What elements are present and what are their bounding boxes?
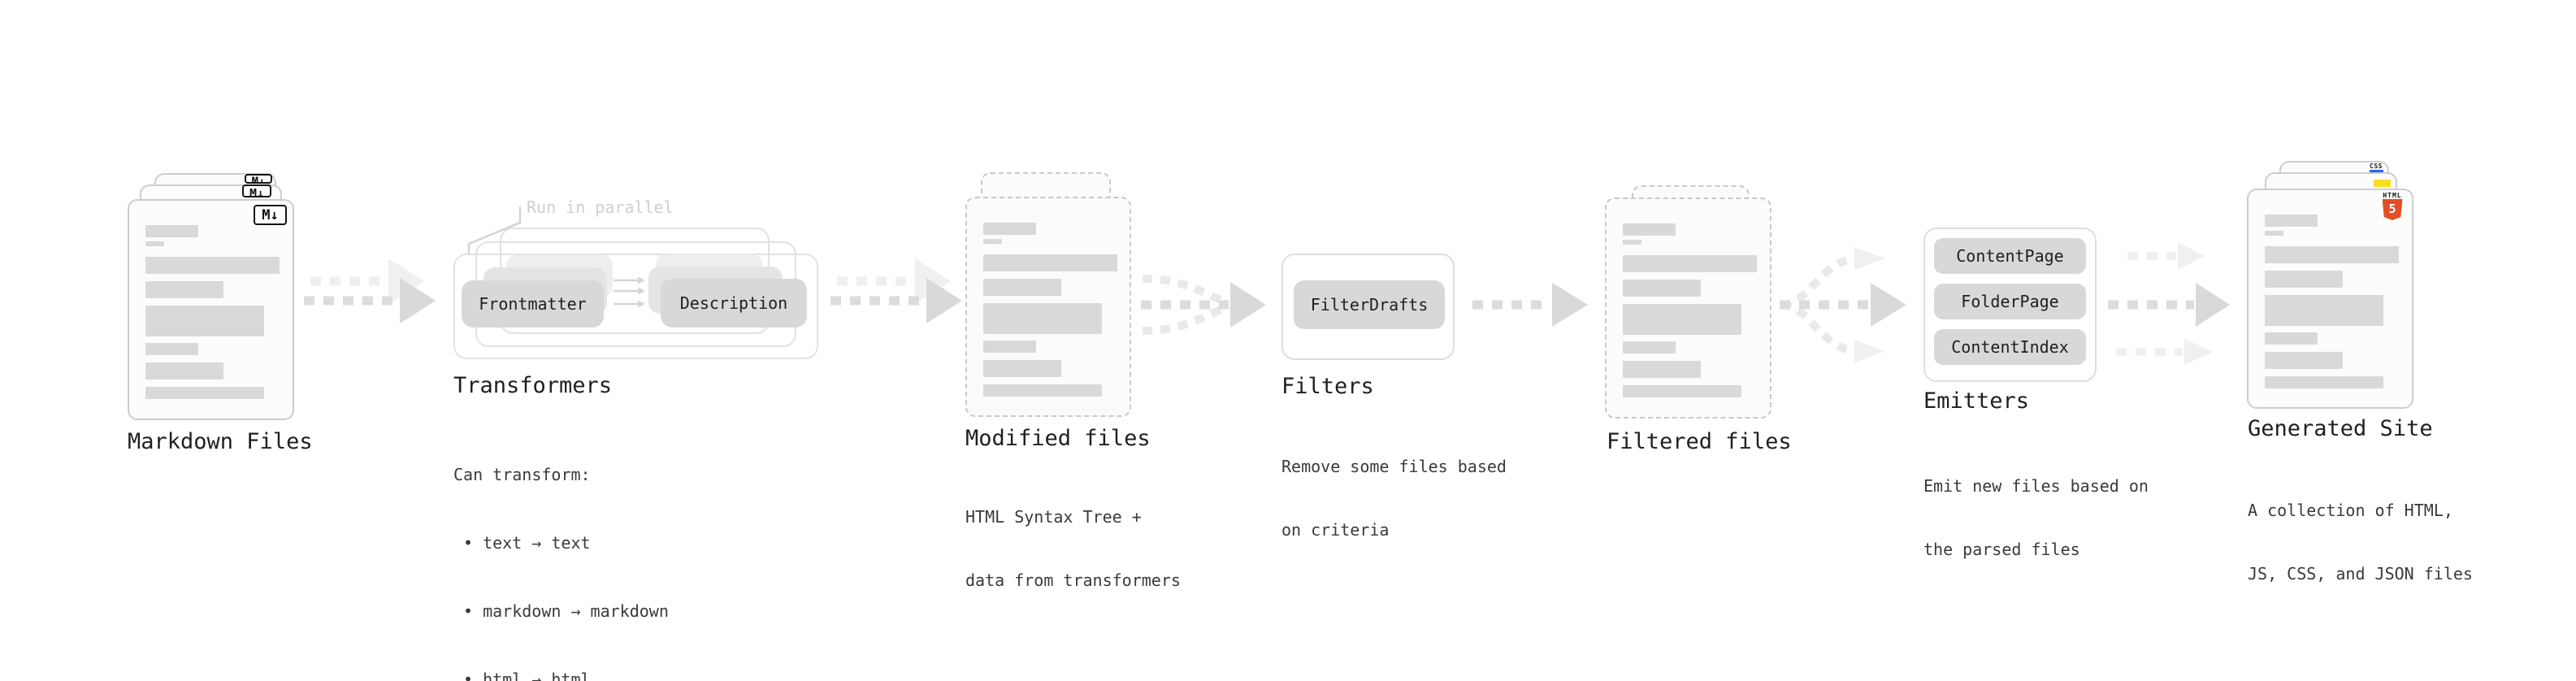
html5-shield: 5 <box>2382 199 2403 220</box>
doc-text-bar <box>145 362 223 380</box>
badge-filterdrafts: FilterDrafts <box>1294 280 1445 329</box>
arrow-filtered-to-emitters-icon <box>1780 247 1906 362</box>
doc-text-bar <box>2265 246 2399 263</box>
css-icon: CSS <box>2367 163 2385 173</box>
transformer-frame-front <box>453 254 818 359</box>
stage-desc-modified-files: HTML Syntax Tree + data from transformer… <box>965 464 1181 633</box>
doc-text-bar <box>145 281 223 298</box>
stage-desc-filters: Remove some files based on criteria <box>1281 414 1507 583</box>
doc-text-bar <box>1623 280 1701 297</box>
modified-file-card <box>965 197 1131 417</box>
doc-text-bar <box>145 343 198 355</box>
stage-label-filters: Filters <box>1281 374 1374 399</box>
arrow-markdown-to-transformers-icon <box>304 258 436 323</box>
arrow-transformers-to-modified-icon <box>830 258 962 323</box>
stage-label-generated-site: Generated Site <box>2248 416 2433 441</box>
site-file-card-html <box>2247 189 2413 409</box>
badge-folderpage: FolderPage <box>1934 284 2086 319</box>
doc-text-bar <box>983 360 1061 377</box>
desc-line: Can transform: <box>453 465 591 484</box>
markdown-icon: M↓ <box>242 184 271 197</box>
desc-line: HTML Syntax Tree + <box>965 507 1142 527</box>
doc-text-bar <box>2265 332 2318 345</box>
arrow-modified-to-filters-icon <box>1141 275 1266 335</box>
doc-text-bar <box>145 257 280 274</box>
doc-text-bar <box>983 239 1002 244</box>
doc-text-bar <box>1623 341 1676 354</box>
desc-line: the parsed files <box>1923 540 2080 559</box>
stage-label-emitters: Emitters <box>1923 388 2030 414</box>
badge-contentpage: ContentPage <box>1934 238 2086 274</box>
doc-text-bar <box>1623 255 1757 272</box>
doc-text-bar <box>1623 361 1701 378</box>
markdown-icon: M↓ <box>245 174 272 184</box>
stage-desc-transformers: Can transform: • text → text • markdown … <box>453 418 669 681</box>
desc-line: • text → text <box>463 533 591 553</box>
arrow-emitters-to-site-icon <box>2108 242 2230 365</box>
stage-label-modified-files: Modified files <box>965 426 1151 451</box>
badge-description: Description <box>661 279 807 327</box>
doc-text-bar <box>2265 376 2383 388</box>
stage-desc-generated-site: A collection of HTML, JS, CSS, and JSON … <box>2248 458 2473 627</box>
doc-text-bar <box>2265 271 2343 288</box>
parallel-arrows-icon <box>614 276 645 308</box>
desc-line: on criteria <box>1281 520 1390 540</box>
badge-contentindex: ContentIndex <box>1934 329 2086 365</box>
markdown-icon: M↓ <box>254 205 287 225</box>
doc-text-bar <box>983 340 1036 353</box>
stage-label-filtered-files: Filtered files <box>1607 429 1792 454</box>
css-bar <box>2369 170 2383 172</box>
desc-line: A collection of HTML, <box>2248 501 2453 520</box>
annotation-connector-icon <box>467 206 522 255</box>
doc-text-bar <box>2265 352 2343 369</box>
doc-text-bar <box>983 384 1102 397</box>
doc-text-bar <box>1623 240 1641 245</box>
desc-line: JS, CSS, and JSON files <box>2248 564 2473 583</box>
desc-line: Remove some files based <box>1281 457 1507 476</box>
doc-text-bar <box>145 241 164 246</box>
stage-label-markdown-files: Markdown Files <box>128 429 313 454</box>
run-in-parallel-annotation: Run in parallel <box>527 197 674 217</box>
desc-line: • html → html <box>463 670 591 681</box>
html5-icon: HTML 5 <box>2381 192 2404 221</box>
doc-text-bar <box>1623 304 1741 335</box>
doc-text-bar <box>1623 223 1676 236</box>
desc-line: Emit new files based on <box>1923 476 2149 496</box>
doc-text-bar <box>2265 215 2318 227</box>
doc-text-bar <box>145 225 198 237</box>
markdown-file-card <box>128 199 294 420</box>
doc-text-bar <box>2265 295 2383 326</box>
doc-text-bar <box>983 279 1061 296</box>
filtered-file-card <box>1605 197 1772 419</box>
doc-text-bar <box>145 387 264 399</box>
stage-label-transformers: Transformers <box>453 373 613 398</box>
desc-line: data from transformers <box>965 570 1181 590</box>
desc-line: • markdown → markdown <box>463 601 669 621</box>
javascript-icon <box>2374 180 2391 187</box>
badge-frontmatter: Frontmatter <box>462 280 604 327</box>
doc-text-bar <box>145 306 264 336</box>
doc-text-bar <box>2265 231 2283 236</box>
doc-text-bar <box>983 254 1117 271</box>
doc-text-bar <box>1623 385 1741 397</box>
doc-text-bar <box>983 303 1102 334</box>
stage-desc-emitters: Emit new files based on the parsed files <box>1923 433 2149 602</box>
html5-wordmark: HTML <box>2383 192 2402 199</box>
arrow-filters-to-filtered-icon <box>1472 283 1588 327</box>
doc-text-bar <box>983 223 1036 235</box>
css-wordmark: CSS <box>2370 163 2383 170</box>
